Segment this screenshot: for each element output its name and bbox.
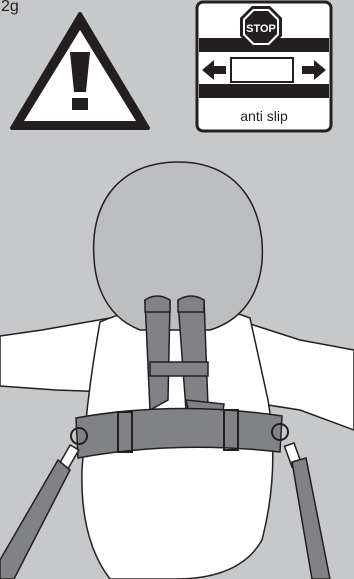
stop-sign-icon: STOP bbox=[240, 6, 282, 48]
anti-slip-caption: anti slip bbox=[240, 108, 288, 124]
warning-triangle-icon bbox=[12, 14, 148, 128]
stop-text: STOP bbox=[246, 23, 276, 35]
anti-slip-badge: STOP anti slip bbox=[197, 2, 331, 131]
